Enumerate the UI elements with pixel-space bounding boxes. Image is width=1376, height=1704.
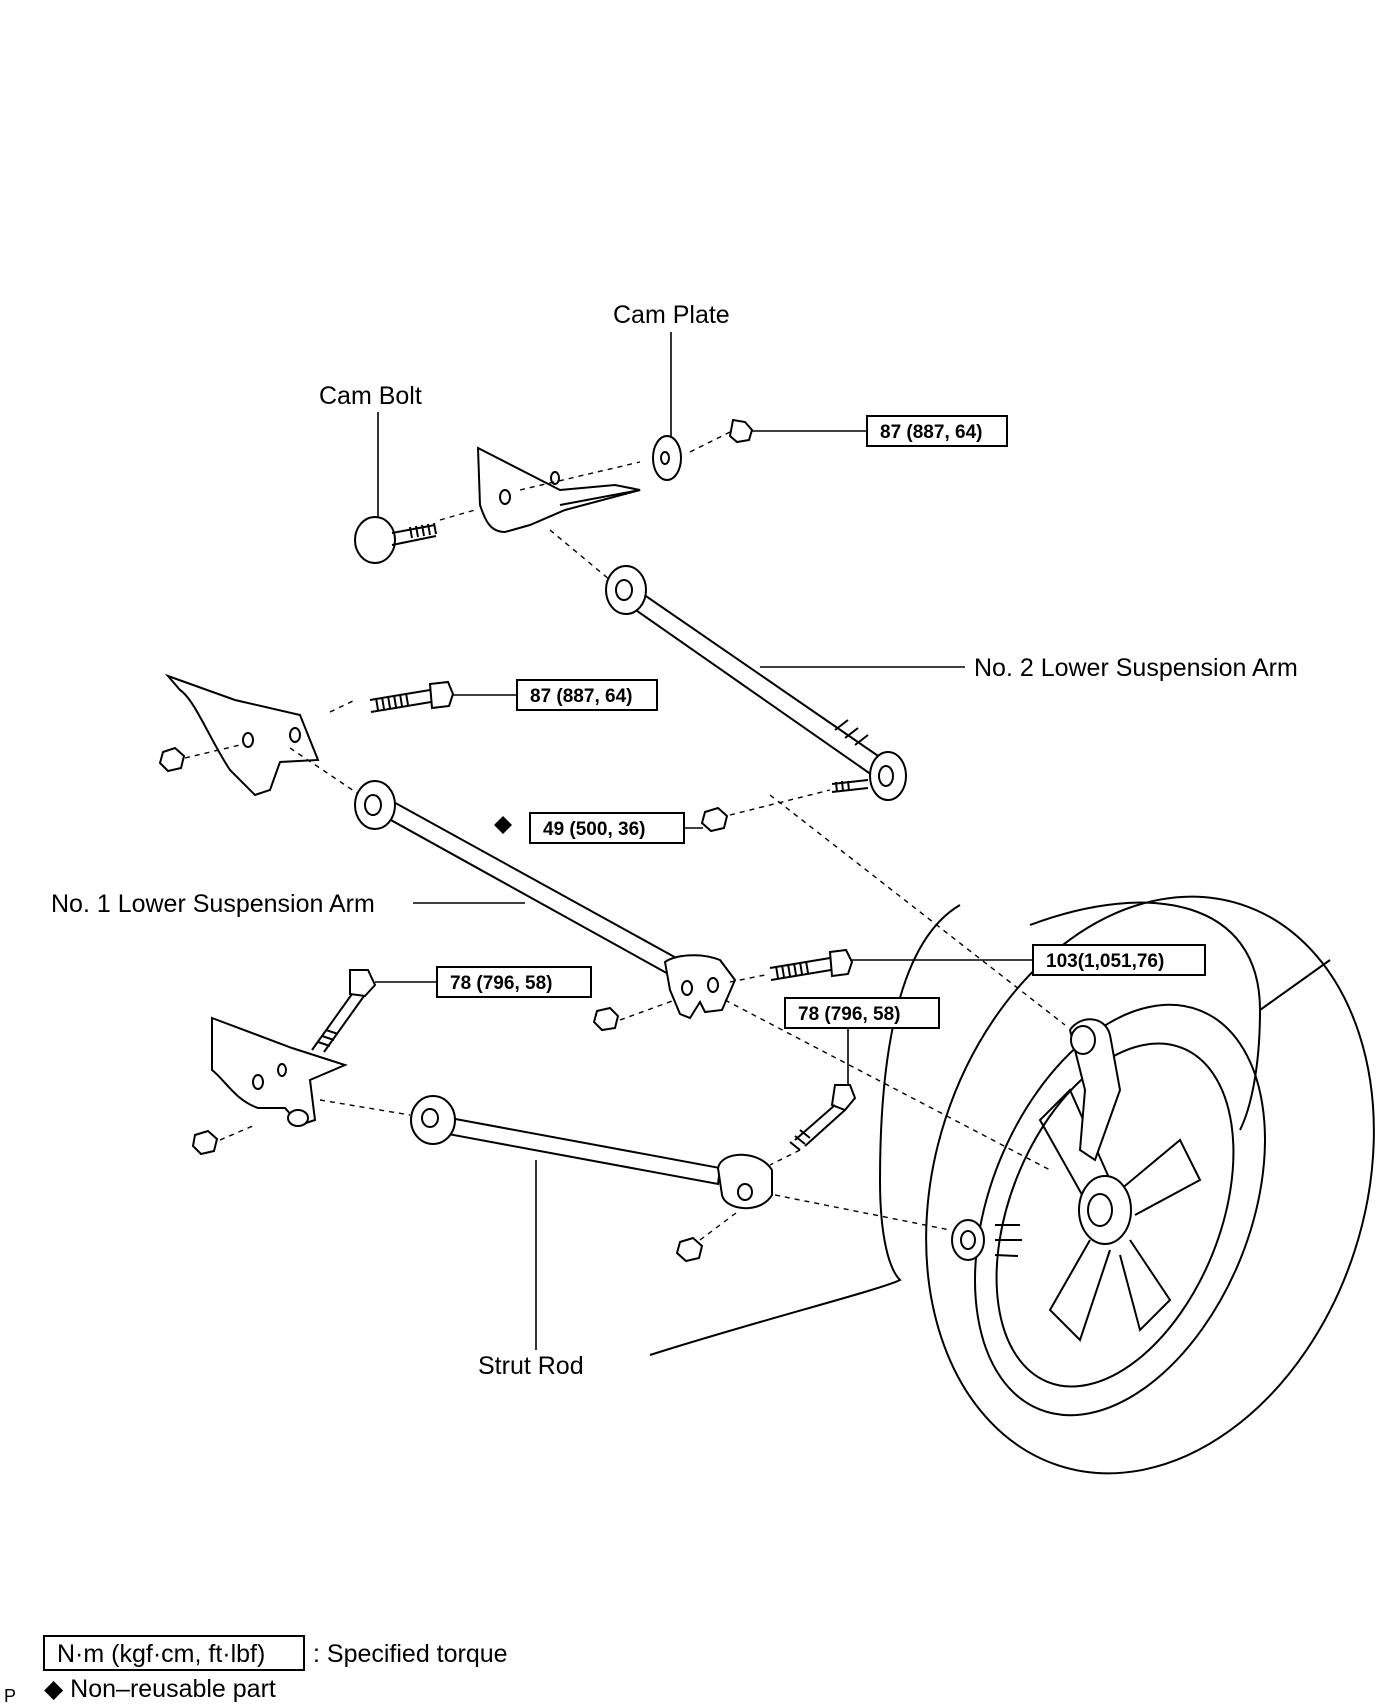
no2-arm-stud-thread <box>835 780 850 793</box>
strut-bracket-hole-1 <box>252 1074 264 1090</box>
cam-plate-nut <box>728 418 754 444</box>
strut-bracket-nut <box>191 1129 219 1156</box>
cam-bracket <box>476 446 641 534</box>
wheel-rim-inner <box>995 1042 1235 1388</box>
no1-lower-arm-group <box>354 780 1051 1171</box>
cam-plate-hole <box>660 451 670 465</box>
strut-rod-nut <box>675 1236 704 1263</box>
cam-bolt-thread <box>409 522 437 539</box>
no2-arm-dash <box>549 529 1066 1026</box>
no1-bracket-nut <box>158 746 186 773</box>
tire-tread-edge <box>1029 901 1262 1131</box>
torque-box-cam-plate-nut: 87 (887, 64) <box>866 415 1008 447</box>
wheel-spoke-2 <box>1119 1138 1202 1216</box>
corner-mark: P <box>4 1686 16 1704</box>
strut-body-bolt-thread <box>317 1029 339 1047</box>
no2-lower-arm-group <box>549 529 1066 1026</box>
no1-arm-nut <box>592 1006 620 1032</box>
label-cam-bolt: Cam Bolt <box>319 382 422 410</box>
legend: N·m (kgf·cm, ft·lbf) : Specified torque … <box>4 1635 508 1704</box>
no1-hub-bolt-head <box>828 948 854 978</box>
no2-arm-bar <box>628 590 886 777</box>
torque-value: 87 (887, 64) <box>530 686 632 707</box>
torque-box-no1-hub-bolt: 103(1,051,76) <box>1032 944 1206 976</box>
label-no2-lower-arm: No. 2 Lower Suspension Arm <box>974 654 1298 682</box>
strut-body-bolt-head <box>349 969 377 998</box>
label-strut-rod: Strut Rod <box>478 1352 584 1380</box>
strut-rod-bar <box>446 1116 722 1186</box>
knuckle-upper-eye <box>1070 1025 1096 1055</box>
wheel-spoke-3 <box>1048 1239 1111 1342</box>
wheel-spoke-4 <box>1119 1239 1172 1332</box>
no1-bracket-dash <box>184 699 361 796</box>
no1-bracket-hole-1 <box>242 732 254 748</box>
torque-boxes: 87 (887, 64) 87 (887, 64) 49 (500, 36) 1… <box>436 415 1206 1029</box>
strut-bracket-boss <box>287 1109 309 1127</box>
leader-lines <box>375 332 1033 1350</box>
no2-body-bolt-thread <box>375 692 409 711</box>
torque-value: 103(1,051,76) <box>1046 951 1164 972</box>
no2-hub-nut <box>700 806 729 833</box>
strut-rod-group <box>191 969 951 1263</box>
cam-bolt-head <box>354 516 396 564</box>
strut-hub-bolt-shank <box>794 1104 846 1147</box>
cam-bracket-group <box>354 418 754 564</box>
no1-bracket-group <box>158 673 455 797</box>
strut-rod-outer-bushing <box>716 1153 773 1210</box>
torque-box-strut-hub-bolt: 78 (796, 58) <box>784 997 940 1029</box>
no1-body-bracket <box>164 673 320 797</box>
strut-rod-inner-bore <box>421 1108 439 1128</box>
body-fender-line <box>1259 959 1331 1011</box>
strut-hub-bolt-thread <box>789 1129 811 1151</box>
legend-non-reusable: ◆ Non–reusable part <box>44 1675 276 1703</box>
no1-hub-bolt-thread <box>775 960 809 979</box>
no2-arm-inner-bore <box>615 579 633 601</box>
torque-value: 78 (796, 58) <box>450 973 552 994</box>
label-cam-plate: Cam Plate <box>613 301 730 329</box>
no2-arm-adjuster <box>834 719 869 746</box>
torque-box-no2-hub-nut: 49 (500, 36) <box>494 812 685 844</box>
knuckle-lower-bore <box>960 1230 976 1250</box>
no1-arm-outer-hole-2 <box>707 977 719 993</box>
torque-value: 87 (887, 64) <box>880 422 982 443</box>
legend-torque-unit: N·m (kgf·cm, ft·lbf) <box>57 1640 265 1668</box>
no1-arm-outer-bracket <box>663 954 737 1020</box>
no1-arm-inner-bore <box>364 794 382 816</box>
no2-arm-stud <box>831 779 869 793</box>
label-no1-lower-arm: No. 1 Lower Suspension Arm <box>51 890 375 918</box>
torque-value: 49 (500, 36) <box>543 819 645 840</box>
strut-body-bolt-shank <box>311 993 365 1053</box>
legend-torque-desc: : Specified torque <box>313 1640 508 1668</box>
non-reusable-diamond <box>494 816 512 834</box>
cam-bracket-hole <box>499 489 511 505</box>
strut-bracket-hole-2 <box>277 1063 287 1077</box>
no1-arm-dash <box>619 974 1051 1171</box>
strut-hub-bolt-head <box>830 1084 857 1112</box>
cam-bracket-edge <box>559 489 641 506</box>
part-labels: Cam Plate Cam Bolt No. 2 Lower Suspensio… <box>51 301 1298 1380</box>
torque-box-strut-body-bolt: 78 (796, 58) <box>436 966 592 998</box>
strut-rod-dash <box>219 1099 951 1241</box>
rear-wheel-assembly <box>649 895 1375 1475</box>
wheel-rim <box>974 1003 1266 1417</box>
cam-bracket-slot <box>550 471 560 485</box>
cam-align-dash <box>439 431 731 521</box>
no1-bracket-hole-2 <box>289 727 301 743</box>
body-wheel-arch <box>649 904 961 1356</box>
torque-box-no2-body-bolt: 87 (887, 64) <box>516 679 658 711</box>
no1-arm-outer-hole <box>681 980 693 996</box>
no2-arm-outer-bore <box>878 765 894 787</box>
knuckle-lower-fins <box>994 1224 1022 1257</box>
no2-body-bolt-head <box>428 680 455 710</box>
legend-torque-box <box>43 1635 305 1671</box>
torque-value: 78 (796, 58) <box>798 1004 900 1025</box>
strut-rod-outer-bore <box>737 1183 753 1201</box>
tire-outer <box>925 895 1375 1475</box>
hub-bore <box>1087 1193 1113 1227</box>
no2-hub-nut-dash <box>729 789 831 816</box>
